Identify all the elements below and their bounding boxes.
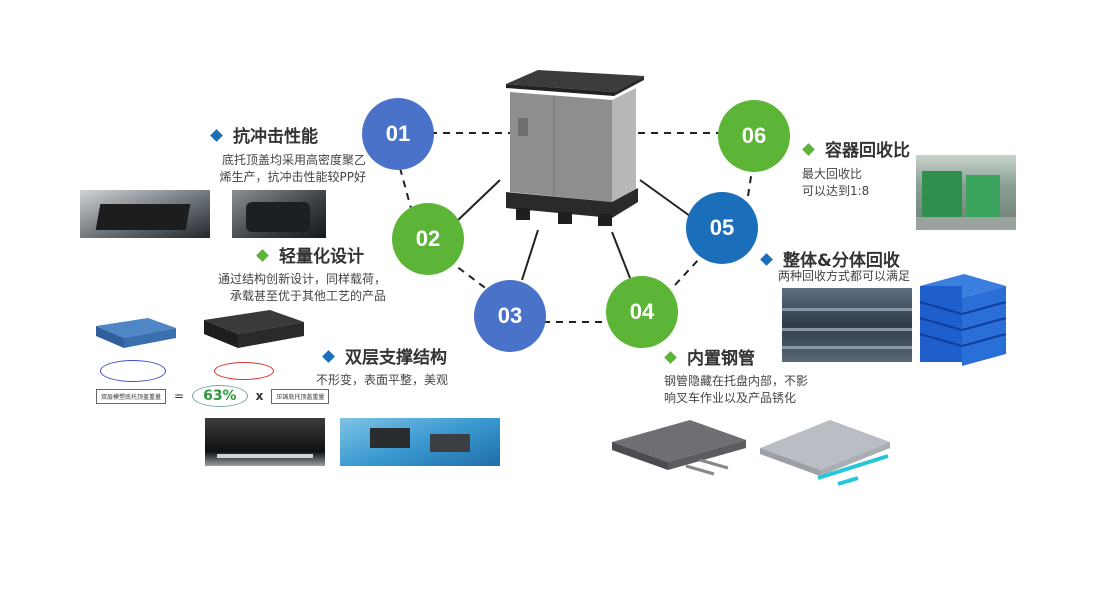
node-circle-01: 01 xyxy=(362,98,434,170)
photo-stacked-blue-pallets xyxy=(916,272,1010,370)
diamond-icon xyxy=(256,248,269,262)
node-circle-04: 04 xyxy=(606,276,678,348)
photo-impact-test-2 xyxy=(232,190,326,238)
diamond-icon xyxy=(760,252,773,266)
formula-percent: 63% xyxy=(192,385,248,407)
node-title-02: 轻量化设计 xyxy=(256,242,364,267)
photo-double-layer-blue xyxy=(340,418,500,466)
photo-double-layer-black xyxy=(205,418,325,466)
diamond-icon xyxy=(802,142,815,156)
node-title-01: 抗冲击性能 xyxy=(210,122,318,147)
node-title-03: 双层支撑结构 xyxy=(322,343,447,368)
node-circle-06: 06 xyxy=(718,100,790,172)
annotation-oval-left xyxy=(100,360,166,382)
node-desc-06: 最大回收比 可以达到1:8 xyxy=(802,167,870,198)
node-desc-04: 钢管隐藏在托盘内部，不影 响叉车作业以及产品锈化 xyxy=(664,374,809,405)
node-title-04: 内置钢管 xyxy=(664,344,755,369)
formula-right-label: 压铸底托顶盖重量 xyxy=(271,388,330,404)
diamond-icon xyxy=(322,349,335,363)
formula-equals: = xyxy=(174,389,185,403)
node-circle-03: 03 xyxy=(474,280,546,352)
photo-black-pallet xyxy=(200,304,306,356)
photo-steel-tube-pallet-cyan xyxy=(758,412,898,492)
diamond-icon xyxy=(664,350,677,364)
photo-warehouse-green-containers xyxy=(916,155,1016,230)
photo-impact-test-1 xyxy=(80,190,210,238)
formula-times: x xyxy=(255,389,264,403)
node-circle-02: 02 xyxy=(392,203,464,275)
node-title-06: 容器回收比 xyxy=(802,136,910,161)
node-circle-05: 05 xyxy=(686,192,758,264)
photo-collapsed-containers xyxy=(782,288,912,362)
diamond-icon xyxy=(210,128,223,142)
container-product-illustration xyxy=(498,62,650,234)
photo-blue-pallet-small xyxy=(92,312,178,354)
node-desc-02: 通过结构创新设计，同样载荷， 承载甚至优于其他工艺的产品 xyxy=(217,272,386,303)
weight-formula: 双层模塑底托顶盖重量 = 63% x 压铸底托顶盖重量 xyxy=(96,384,330,408)
annotation-oval-right xyxy=(214,362,274,380)
photo-steel-tube-pallet-grey xyxy=(610,414,750,484)
node-desc-05: 两种回收方式都可以满足 xyxy=(778,269,911,283)
node-desc-03: 不形变，表面平整，美观 xyxy=(316,373,449,387)
node-title-05: 整体&分体回收 xyxy=(760,246,900,271)
formula-left-label: 双层模塑底托顶盖重量 xyxy=(96,388,167,404)
node-desc-01: 底托顶盖均采用高密度聚乙 烯生产，抗冲击性能较PP好 xyxy=(219,153,366,184)
